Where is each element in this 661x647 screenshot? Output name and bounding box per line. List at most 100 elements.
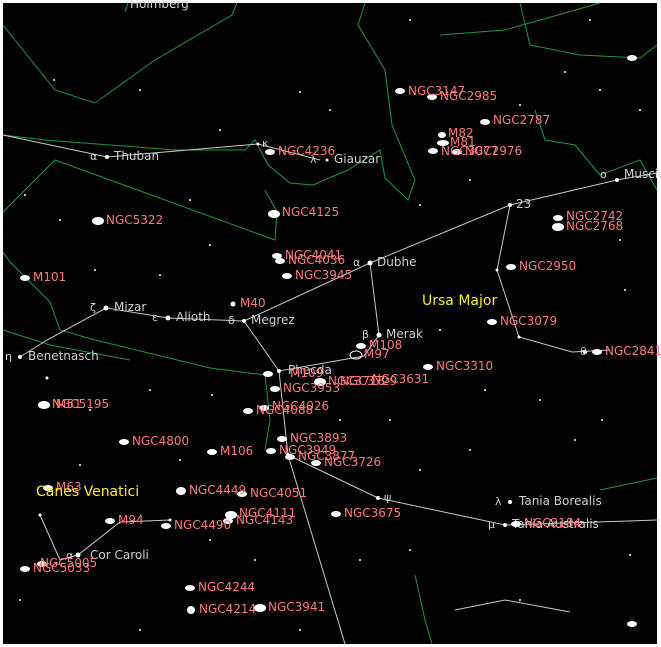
svg-text:NGC2787: NGC2787: [493, 113, 550, 127]
star-23: [508, 203, 512, 207]
svg-text:NGC4800: NGC4800: [132, 434, 189, 448]
svg-text:M63: M63: [56, 480, 82, 494]
field-stars: [19, 19, 641, 631]
svg-text:M108: M108: [369, 338, 402, 352]
svg-text:θ: θ: [580, 345, 587, 358]
svg-text:NGC3877: NGC3877: [298, 449, 355, 463]
deep-sky-symbols: [20, 55, 637, 627]
named-stars: [18, 142, 619, 558]
svg-text:NGC2976: NGC2976: [465, 144, 522, 158]
star-phecda: [277, 369, 281, 373]
star-benetnasch: [18, 355, 22, 359]
svg-text:NGC3310: NGC3310: [436, 359, 493, 373]
svg-text:NGC2768: NGC2768: [566, 219, 623, 233]
svg-text:β: β: [362, 328, 369, 341]
svg-text:NGC4041: NGC4041: [285, 248, 342, 262]
svg-text:η: η: [5, 350, 12, 363]
svg-text:Holmberg: Holmberg: [130, 0, 189, 11]
svg-text:NGC5322: NGC5322: [106, 213, 163, 227]
svg-text:M51: M51: [56, 397, 82, 411]
star-mizar: [103, 305, 109, 311]
svg-text:Alioth: Alioth: [176, 310, 211, 324]
star-kappa: [256, 142, 260, 146]
svg-text:λ: λ: [495, 495, 502, 508]
svg-text:M106: M106: [220, 444, 253, 458]
svg-text:Giauzar: Giauzar: [334, 152, 380, 166]
svg-text:M109: M109: [290, 366, 323, 380]
svg-text:NGC3079: NGC3079: [500, 314, 557, 328]
star-theta: [583, 350, 587, 354]
svg-text:NGC4214: NGC4214: [199, 602, 256, 616]
svg-text:NGC3675: NGC3675: [344, 506, 401, 520]
svg-text:NGC4244: NGC4244: [198, 580, 255, 594]
svg-text:ο: ο: [600, 168, 607, 181]
deep-sky-labels: NGC3147 NGC2985 NGC2787 M82 M81 NGC3077 …: [33, 0, 661, 616]
svg-text:NGC3726: NGC3726: [324, 455, 381, 469]
star-thuban: [105, 155, 109, 159]
svg-text:NGC4449: NGC4449: [189, 483, 246, 497]
svg-text:NGC3729: NGC3729: [340, 374, 397, 388]
svg-text:NGC2950: NGC2950: [519, 259, 576, 273]
svg-text:Tania Borealis: Tania Borealis: [518, 494, 602, 508]
svg-text:NGC3893: NGC3893: [290, 431, 347, 445]
svg-text:Muscida: Muscida: [624, 167, 661, 181]
svg-text:NGC4036: NGC4036: [288, 253, 345, 267]
svg-text:NGC3631: NGC3631: [372, 372, 429, 386]
svg-text:ζ: ζ: [90, 301, 96, 314]
star-tania-australis: [503, 523, 507, 527]
svg-text:λ: λ: [310, 153, 317, 166]
svg-text:NGC2742: NGC2742: [566, 209, 623, 223]
svg-text:Thuban: Thuban: [113, 149, 159, 163]
svg-text:NGC3077: NGC3077: [441, 144, 498, 158]
svg-text:Cor Caroli: Cor Caroli: [90, 548, 149, 562]
svg-text:κ: κ: [262, 137, 269, 150]
svg-text:Tania Australis: Tania Australis: [511, 517, 599, 531]
star-tania-borealis: [508, 500, 512, 504]
svg-text:α: α: [90, 150, 97, 163]
constellation-ursa-major: Ursa Major: [422, 293, 497, 309]
svg-text:NGC4026: NGC4026: [272, 399, 329, 413]
svg-text:NGC3718: NGC3718: [328, 374, 385, 388]
svg-text:Mizar: Mizar: [114, 300, 146, 314]
constellation-names: Ursa Major Canes Venatici: [36, 293, 497, 500]
svg-text:NGC5005: NGC5005: [40, 556, 97, 570]
svg-text:M82: M82: [448, 126, 474, 140]
svg-text:NGC3941: NGC3941: [268, 600, 325, 614]
svg-text:NGC4490: NGC4490: [174, 518, 231, 532]
svg-text:Benetnasch: Benetnasch: [28, 349, 99, 363]
svg-text:M94: M94: [118, 513, 144, 527]
svg-text:M81: M81: [450, 135, 476, 149]
star-dubhe: [367, 260, 373, 266]
star-megrez: [242, 319, 246, 323]
svg-text:NGC5195: NGC5195: [52, 397, 109, 411]
svg-text:ε: ε: [152, 311, 158, 324]
svg-text:NGC3945: NGC3945: [295, 268, 352, 282]
constellation-canes-venatici: Canes Venatici: [36, 484, 139, 500]
svg-text:NGC4088: NGC4088: [256, 403, 313, 417]
svg-text:NGC4125: NGC4125: [282, 205, 339, 219]
svg-text:ψ: ψ: [384, 491, 391, 504]
svg-text:NGC4111: NGC4111: [239, 506, 296, 520]
svg-text:NGC2985: NGC2985: [440, 89, 497, 103]
svg-text:NGC4236: NGC4236: [278, 144, 335, 158]
svg-text:Megrez: Megrez: [251, 313, 295, 327]
svg-text:NGC2841: NGC2841: [605, 344, 661, 358]
svg-text:NGC3953: NGC3953: [283, 381, 340, 395]
svg-text:M97: M97: [364, 347, 390, 361]
star-labels: α Thuban λ Giauzar κ α Dubhe β Merak Phe…: [5, 137, 661, 562]
star-giauzar: [325, 158, 329, 162]
star-muscida: [615, 178, 619, 182]
svg-text:NGC5033: NGC5033: [33, 561, 90, 575]
svg-text:δ: δ: [228, 314, 235, 327]
star-merak: [376, 332, 382, 338]
svg-text:NGC3147: NGC3147: [408, 84, 465, 98]
svg-text:μ: μ: [488, 518, 495, 531]
svg-text:M40: M40: [240, 296, 266, 310]
svg-text:Dubhe: Dubhe: [377, 255, 416, 269]
star-psi: [376, 496, 380, 500]
svg-text:Phecda: Phecda: [288, 363, 332, 377]
svg-text:α: α: [353, 256, 360, 269]
svg-text:NGC3949: NGC3949: [279, 443, 336, 457]
svg-text:α: α: [66, 549, 73, 562]
